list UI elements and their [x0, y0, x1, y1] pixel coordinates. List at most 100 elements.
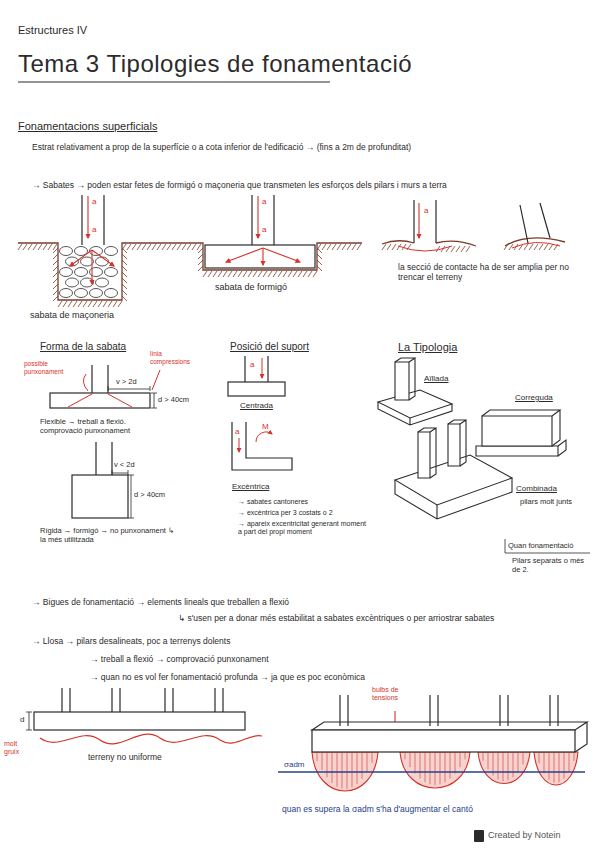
isolated-footing — [378, 402, 452, 425]
ground-hatch — [122, 272, 127, 277]
ground-hatch — [278, 271, 282, 277]
note-text: quan es supera la σadm s'ha d'augmentar … — [282, 804, 473, 814]
strip-footing — [476, 410, 566, 456]
ground-hatch — [53, 278, 58, 283]
flexible-footing — [92, 365, 108, 393]
bulb-hatch — [513, 753, 514, 777]
sketch-caption: Centrada — [240, 401, 273, 411]
bullet-text: → excèntrica per 3 costats o 2 — [238, 509, 333, 517]
ground-hatch — [98, 301, 102, 307]
note-bracket — [505, 539, 590, 553]
masonry-stones — [66, 278, 79, 287]
moment-arrow — [262, 358, 263, 378]
ground-line — [18, 243, 362, 300]
ground-hatch — [103, 301, 107, 307]
load-arrow — [418, 203, 419, 238]
bulb-hatch — [445, 753, 446, 782]
ground-hatch — [182, 244, 186, 250]
isolated-footing — [395, 362, 409, 400]
bulb-hatch — [539, 753, 540, 763]
raft-slab — [312, 695, 587, 752]
masonry-stones — [105, 268, 118, 277]
flexible-footing — [50, 393, 150, 408]
dimension-line — [112, 470, 128, 475]
bulb-hatch — [322, 753, 323, 770]
bulb-hatch — [450, 753, 451, 779]
masonry-stones — [60, 247, 118, 298]
centred-footing — [228, 356, 292, 470]
raft-slab — [34, 688, 245, 730]
ground-hatch — [248, 271, 252, 277]
note-text: pilars molt junts — [520, 497, 572, 506]
bulb-hatch — [430, 753, 431, 784]
bulb-hatch — [317, 753, 574, 789]
ground-hatch — [293, 271, 297, 277]
ground-hatch — [198, 248, 203, 253]
ground-hatch — [198, 254, 203, 259]
stress-bulbs — [400, 752, 470, 788]
ground-hatch — [253, 271, 257, 277]
note-text: la secció de contacte ha de ser amplia p… — [398, 262, 573, 282]
ground-hatch — [263, 271, 267, 277]
ground-hatch — [73, 301, 77, 307]
ground-hatch — [122, 278, 127, 283]
stress-bulbs — [534, 752, 578, 785]
ground-hatch — [58, 301, 62, 307]
ground-hatch — [122, 266, 127, 271]
strip-footing — [482, 416, 552, 446]
ground-hatch — [303, 271, 307, 277]
raft-slab — [575, 722, 587, 752]
ground-hatch — [198, 266, 203, 271]
course-name: Estructures IV — [18, 24, 87, 37]
annotation: bulbs de tensions — [372, 686, 414, 703]
dimension-line — [151, 393, 157, 408]
sketch-caption: Combinada — [516, 484, 557, 494]
bulb-hatch — [337, 753, 338, 787]
bulb-hatch — [574, 753, 575, 761]
bulb-hatch — [367, 753, 368, 772]
raft-slab — [312, 730, 575, 752]
bulb-hatch — [347, 753, 348, 789]
punching-lines — [68, 370, 160, 407]
ground-hatch — [122, 296, 127, 301]
ground-hatch — [332, 244, 336, 250]
punching-lines — [83, 374, 88, 391]
bulb-hatch — [483, 753, 484, 761]
bulb-hatch — [342, 753, 343, 789]
ground-hatch — [53, 254, 58, 259]
ground-hatch — [317, 248, 322, 253]
ground-hatch — [298, 271, 302, 277]
load-label: a — [262, 225, 266, 235]
masonry-stones — [105, 247, 118, 256]
ground-line — [382, 241, 476, 246]
ground-hatch — [238, 271, 242, 277]
rigid-footing — [72, 475, 128, 518]
sketch-caption: Excèntrica — [232, 482, 269, 492]
load-arrow — [226, 248, 263, 262]
ground-hatch — [213, 271, 217, 277]
ground-hatch — [218, 271, 222, 277]
combined-footing — [395, 420, 512, 519]
ground-hatch — [137, 244, 141, 250]
masonry-stones — [75, 268, 88, 277]
bulb-hatch — [332, 753, 333, 783]
ground-hatch — [436, 246, 440, 252]
load-arrow — [70, 196, 419, 284]
rigid-footing — [96, 442, 112, 475]
ground-hatch — [288, 271, 292, 277]
note-text: → Sabates → poden estar fetes de formigó… — [32, 180, 592, 190]
title-underline — [18, 82, 330, 83]
watermark: Created by Notein — [488, 830, 561, 841]
combined-footing — [418, 432, 430, 478]
isolated-footing — [395, 358, 415, 400]
ground-hatch — [347, 244, 351, 250]
moment-arrow — [239, 358, 272, 452]
contact-arc — [398, 242, 560, 251]
punching-lines — [152, 370, 160, 390]
bulb-hatch — [357, 753, 358, 784]
bulb-hatch — [488, 753, 489, 769]
ground-hatch — [352, 244, 356, 250]
load-arrow — [257, 196, 258, 238]
dimension-label: d — [20, 715, 24, 725]
pillar — [82, 195, 550, 268]
